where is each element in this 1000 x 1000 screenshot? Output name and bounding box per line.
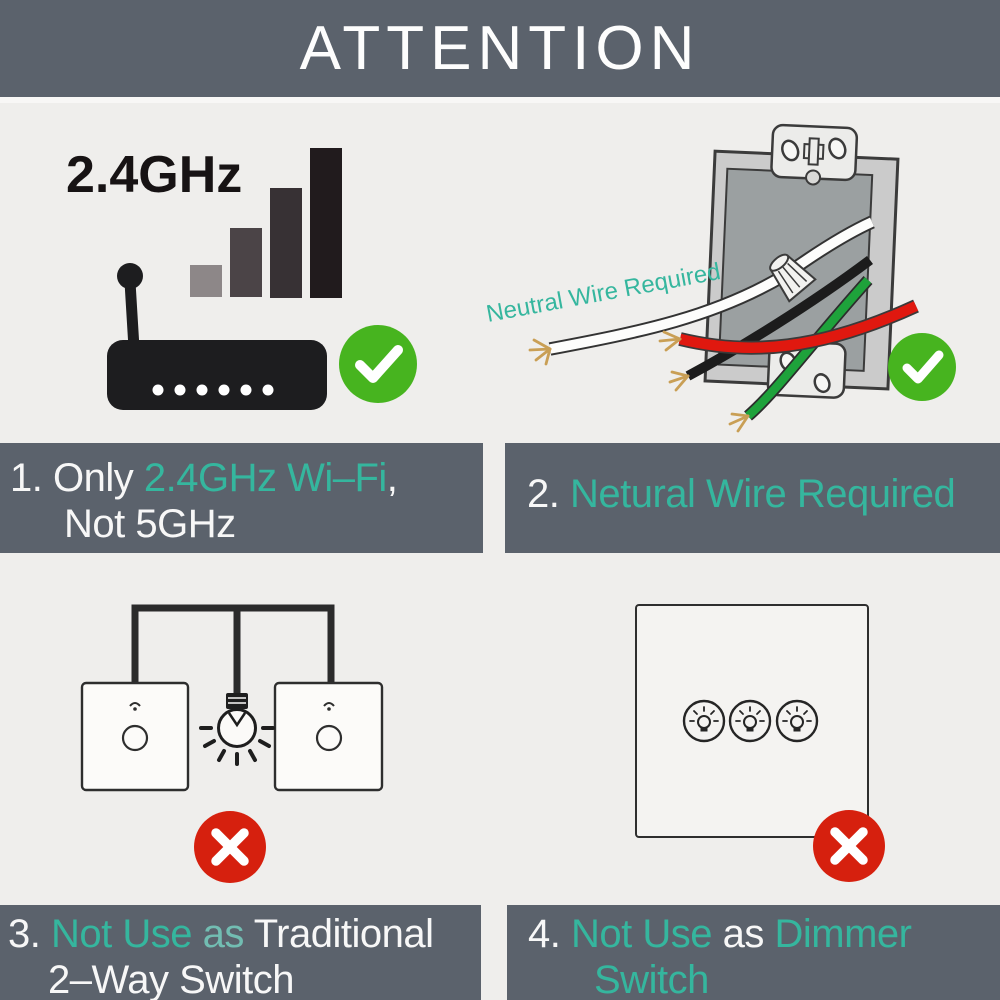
caption-number: 2.	[527, 472, 570, 516]
caption-line: 2–Way Switch	[48, 958, 294, 1000]
two-way-switch-illustration	[80, 604, 384, 883]
check-icon	[888, 333, 956, 401]
black-wire	[668, 255, 873, 392]
touch-switch-icon-left	[80, 681, 190, 792]
wiring-lines	[131, 604, 335, 695]
signal-bars-icon	[190, 148, 342, 298]
dimmer-switch-illustration	[635, 604, 885, 882]
caption-dimmer: 4. Not Use as Dimmer Switch	[507, 905, 1000, 1000]
red-wire	[658, 299, 919, 355]
caption-number: 3.	[8, 912, 51, 956]
wire-nut-icon	[769, 253, 817, 303]
caption-line: Switch	[594, 958, 709, 1000]
wifi-illustration: 2.4GHz	[66, 146, 417, 410]
banner-title: ATTENTION	[299, 14, 701, 83]
junction-box-illustration: Neutral Wire Required	[484, 123, 956, 433]
banner: ATTENTION	[0, 0, 1000, 103]
caption-highlight: 2.4GHz Wi–Fi	[143, 456, 387, 500]
caption-number: 1.	[10, 456, 53, 500]
caption-line: 2. Netural Wire Required	[527, 471, 1000, 517]
caption-highlight: Not Use	[50, 912, 193, 956]
green-wire	[728, 276, 873, 433]
caption-neutral-wire: 2. Netural Wire Required	[505, 443, 1000, 553]
caption-line: 3. Not Use as Traditional	[8, 912, 434, 956]
caption-number: 4.	[528, 912, 571, 956]
caption-wifi: 1. Only 2.4GHz Wi–Fi, Not 5GHz	[0, 443, 483, 553]
dimmer-knob-icons	[682, 699, 819, 743]
caption-highlight: Dimmer	[774, 912, 912, 956]
touch-switch-icon-right	[273, 681, 384, 792]
frequency-label: 2.4GHz	[66, 146, 242, 204]
caption-line: 1. Only 2.4GHz Wi–Fi,	[10, 456, 398, 500]
white-neutral-wire	[528, 215, 875, 366]
mounting-tab-top	[770, 123, 859, 186]
check-icon	[339, 325, 417, 403]
light-bulb-icon	[199, 693, 275, 766]
caption-highlight: Not Use	[570, 912, 713, 956]
caption-highlight: Netural Wire Required	[569, 472, 956, 516]
router-icon	[107, 263, 327, 410]
caption-line: Not 5GHz	[64, 502, 236, 546]
caption-two-way: 3. Not Use as Traditional 2–Way Switch	[0, 905, 481, 1000]
cross-icon	[813, 810, 885, 882]
caption-line: 4. Not Use as Dimmer	[528, 912, 912, 956]
cross-icon	[194, 811, 266, 883]
